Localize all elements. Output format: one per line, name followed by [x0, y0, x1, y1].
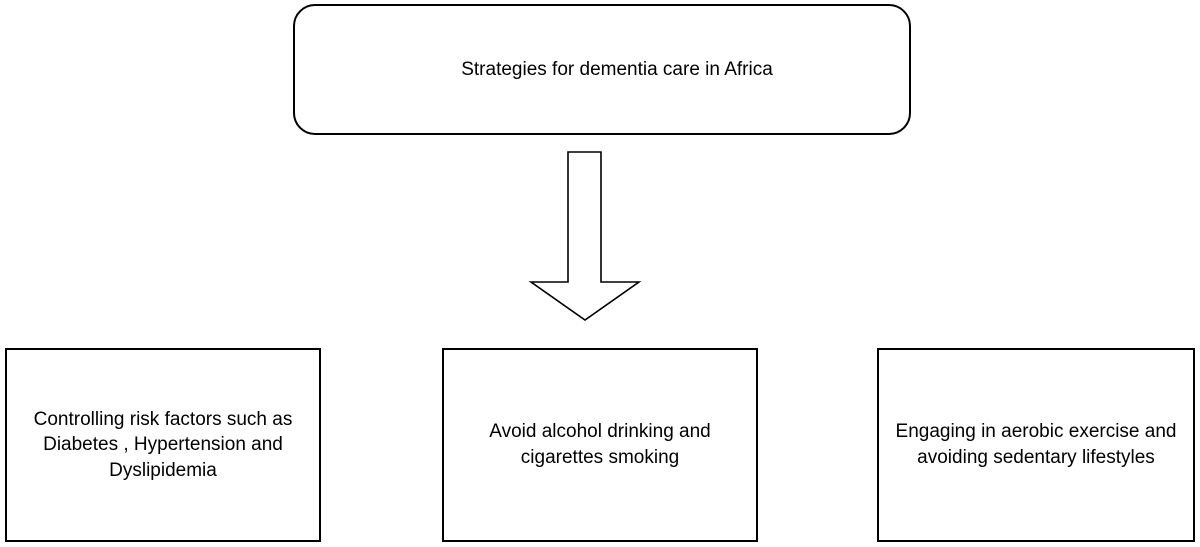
root-node: Strategies for dementia care in Africa: [293, 4, 911, 135]
strategy-label-alcohol-smoking: Avoid alcohol drinking and cigarettes sm…: [489, 421, 711, 468]
strategy-box-alcohol-smoking: Avoid alcohol drinking and cigarettes sm…: [442, 348, 758, 542]
root-node-label: Strategies for dementia care in Africa: [461, 58, 773, 80]
strategy-label-risk-factors: Controlling risk factors such as Diabete…: [33, 408, 293, 481]
down-arrow-icon: [528, 151, 642, 321]
strategy-label-exercise: Engaging in aerobic exercise and avoidin…: [895, 421, 1177, 468]
strategy-box-exercise: Engaging in aerobic exercise and avoidin…: [877, 348, 1195, 542]
strategy-box-risk-factors: Controlling risk factors such as Diabete…: [5, 348, 321, 542]
